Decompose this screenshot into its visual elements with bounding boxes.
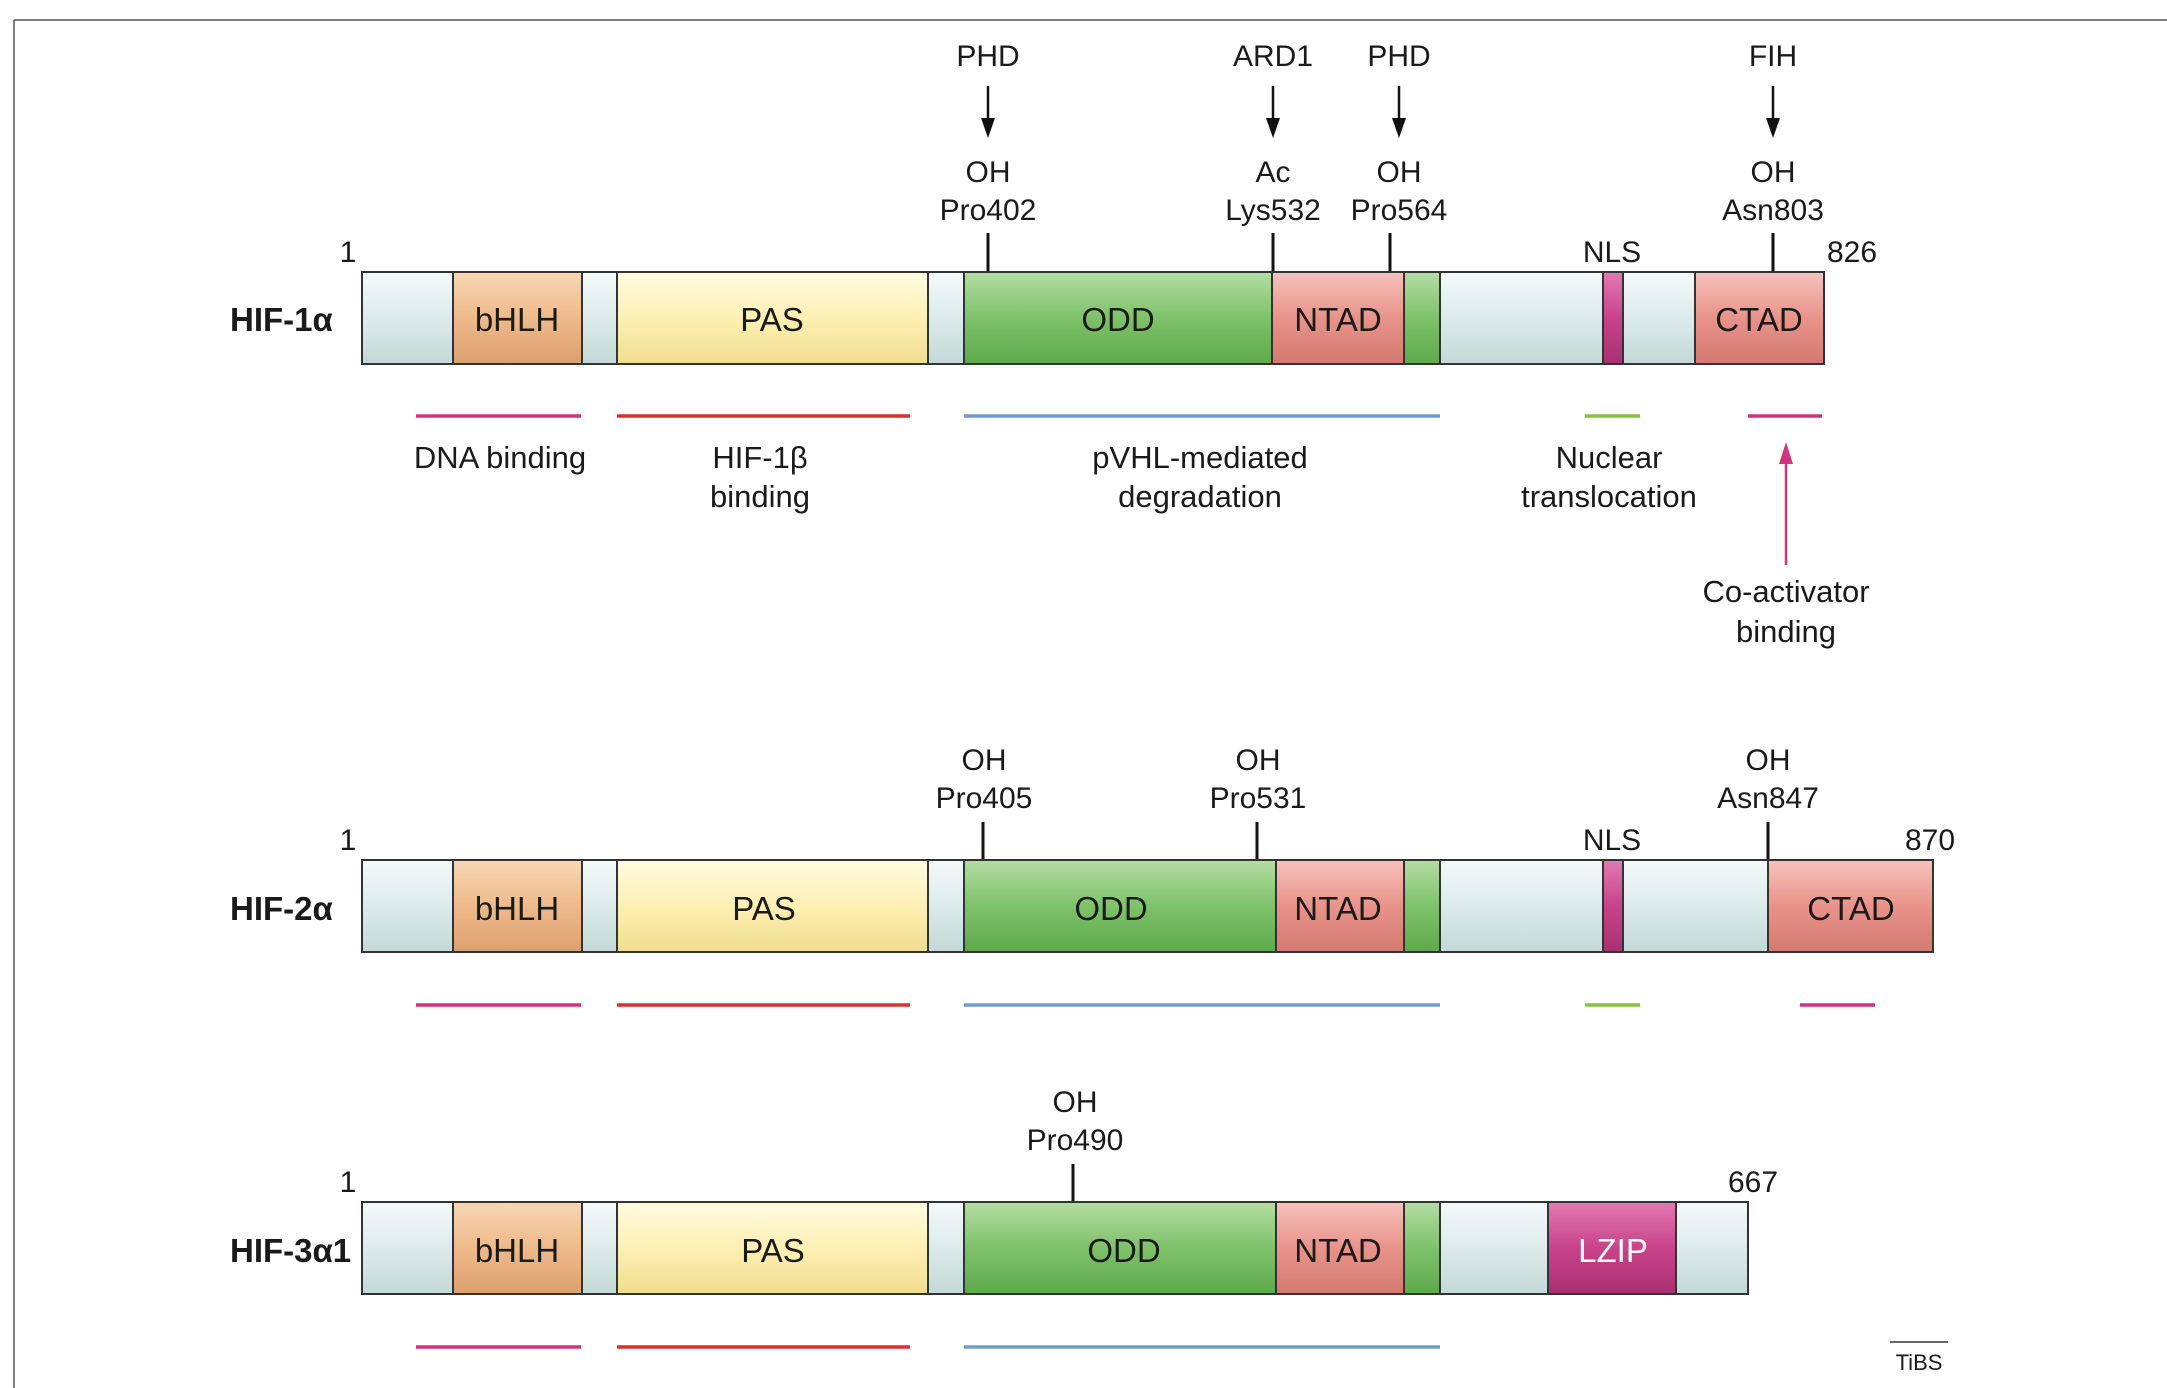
domain-label: ODD [1081, 301, 1154, 338]
domain-odd [963, 271, 1273, 365]
site-mod: OH [1746, 744, 1791, 777]
protein-bar [361, 271, 1825, 365]
domain-label: ODD [1087, 1232, 1160, 1269]
domain-bhlh [452, 859, 583, 953]
hif1a-row: PHD ARD1 PHD FIH OH Pro402 Ac Lys532 OH … [230, 40, 1877, 649]
site-residue: Pro405 [936, 782, 1033, 815]
domain-odd [963, 859, 1277, 953]
domain-nls [1602, 859, 1624, 953]
journal-footer: TiBS [1896, 1350, 1943, 1375]
site-mod: OH [962, 744, 1007, 777]
func-label-pvhl: degradation [1118, 479, 1282, 514]
domain-pas [616, 1201, 929, 1295]
nls-label: NLS [1583, 824, 1641, 857]
nls-label: NLS [1583, 236, 1641, 269]
site-mod: OH [1053, 1086, 1098, 1119]
hif3a1-row: OH Pro490 1 667 HIF-3α1 bHLH PAS ODD NTA… [230, 1086, 1778, 1349]
domain-label: CTAD [1715, 301, 1802, 338]
end-residue: 870 [1905, 824, 1955, 857]
domain-bhlh [452, 1201, 583, 1295]
site-enzyme-phd-1: PHD [956, 40, 1019, 73]
domain-label: NTAD [1294, 890, 1381, 927]
domain-odd [963, 1201, 1277, 1295]
func-label-dna: DNA binding [414, 440, 586, 475]
site-mod: OH [1377, 156, 1422, 189]
protein-name: HIF-1α [230, 301, 333, 338]
site-mod: OH [1236, 744, 1281, 777]
domain-label: bHLH [475, 301, 559, 338]
domain-label: ODD [1074, 890, 1147, 927]
func-label-nls: Nuclear [1556, 440, 1663, 475]
domain-label: NTAD [1294, 301, 1381, 338]
site-residue: Pro531 [1210, 782, 1307, 815]
site-residue: Lys532 [1225, 194, 1321, 227]
site-mod: OH [966, 156, 1011, 189]
domain-label: PAS [741, 1232, 805, 1269]
site-mod: Ac [1255, 156, 1290, 189]
domain-pas [616, 859, 929, 953]
site-mod: OH [1751, 156, 1796, 189]
domain-ctad [1694, 271, 1825, 365]
up-arrow-icon [1779, 442, 1793, 565]
start-residue: 1 [340, 1166, 357, 1199]
func-label-hif1b: binding [710, 479, 810, 514]
domain-odd-tail [1403, 1201, 1441, 1295]
domain-label: bHLH [475, 890, 559, 927]
site-residue: Asn847 [1717, 782, 1819, 815]
end-residue: 826 [1827, 236, 1877, 269]
domain-label: bHLH [475, 1232, 559, 1269]
start-residue: 1 [340, 236, 357, 269]
protein-bar [361, 1201, 1749, 1295]
protein-name: HIF-2α [230, 890, 333, 927]
domain-pas [616, 271, 929, 365]
domain-label: NTAD [1294, 1232, 1381, 1269]
protein-bar [361, 859, 1934, 953]
end-residue: 667 [1728, 1166, 1778, 1199]
domain-bhlh [452, 271, 583, 365]
domain-lzip [1547, 1201, 1677, 1295]
domain-label: PAS [740, 301, 804, 338]
domain-ntad [1275, 859, 1405, 953]
site-enzyme-ard1: ARD1 [1233, 40, 1313, 73]
func-label-nls: translocation [1521, 479, 1697, 514]
domain-ntad [1271, 271, 1405, 365]
func-label-coact: binding [1736, 614, 1836, 649]
site-residue: Pro402 [940, 194, 1037, 227]
domain-odd-tail [1403, 271, 1441, 365]
site-residue: Asn803 [1722, 194, 1824, 227]
site-residue: Pro490 [1027, 1124, 1124, 1157]
domain-nls [1602, 271, 1624, 365]
protein-name: HIF-3α1 [230, 1232, 351, 1269]
domain-ntad [1275, 1201, 1405, 1295]
func-label-coact: Co-activator [1702, 574, 1869, 609]
domain-label: PAS [732, 890, 796, 927]
site-enzyme-phd-2: PHD [1367, 40, 1430, 73]
hif2a-row: OH Pro405 OH Pro531 OH Asn847 1 870 NLS … [230, 744, 1955, 1007]
domain-odd-tail [1403, 859, 1441, 953]
down-arrow-icon [981, 86, 1780, 138]
site-residue: Pro564 [1351, 194, 1448, 227]
domain-ctad [1767, 859, 1934, 953]
site-enzyme-fih: FIH [1749, 40, 1797, 73]
func-label-hif1b: HIF-1β [712, 440, 807, 475]
func-label-pvhl: pVHL-mediated [1092, 440, 1307, 475]
start-residue: 1 [340, 824, 357, 857]
domain-label: CTAD [1807, 890, 1894, 927]
domain-label: LZIP [1578, 1232, 1648, 1269]
